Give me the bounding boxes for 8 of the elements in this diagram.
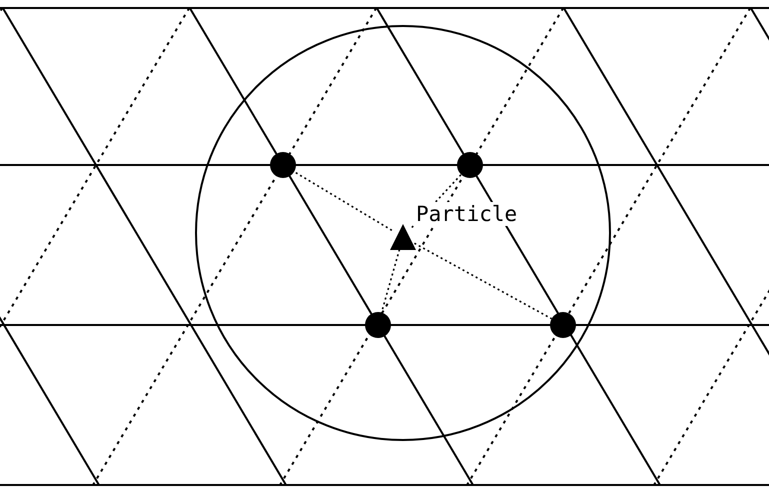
- particle-marker: [390, 224, 416, 250]
- dotted-connector: [414, 242, 552, 320]
- lattice-point: [457, 152, 483, 178]
- lattice-point: [365, 312, 391, 338]
- dotted-connector: [294, 171, 392, 231]
- dotted-connector: [380, 249, 400, 313]
- lattice-point: [550, 312, 576, 338]
- lattice-point: [270, 152, 296, 178]
